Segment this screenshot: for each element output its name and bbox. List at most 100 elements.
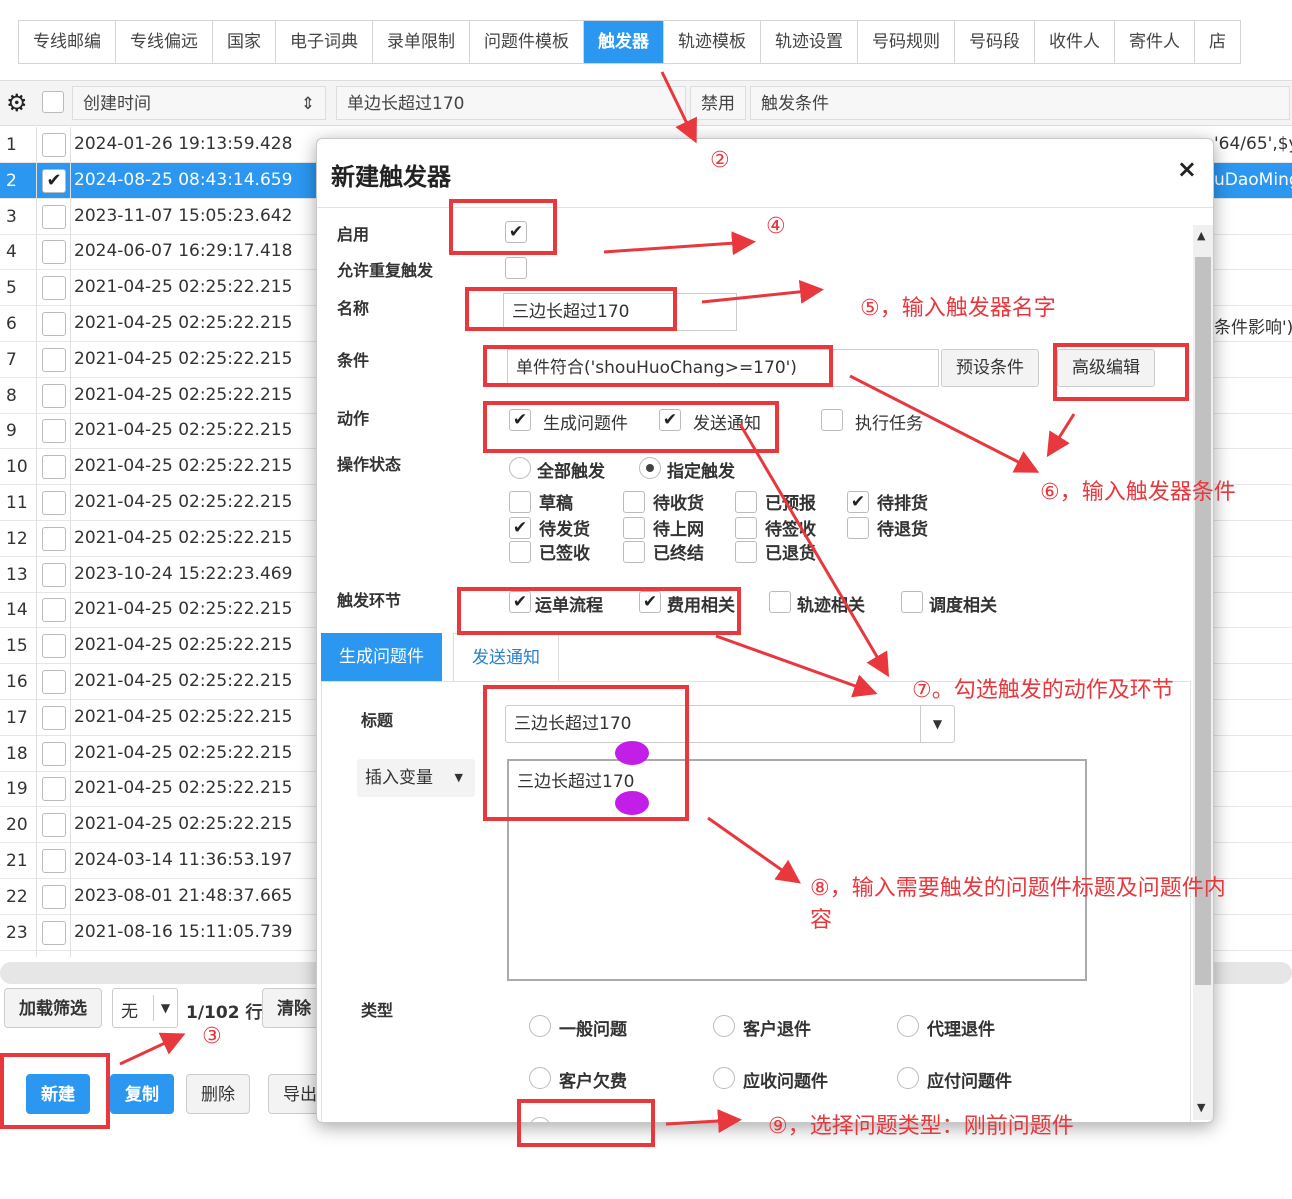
issue-type-radio[interactable] (897, 1067, 919, 1089)
tab-3[interactable]: 电子词典 (276, 21, 373, 63)
scroll-down-icon[interactable]: ▼ (1197, 1101, 1206, 1114)
status-all-radio[interactable] (509, 457, 531, 479)
status-specified-radio[interactable] (639, 457, 661, 479)
tab-7[interactable]: 轨迹模板 (664, 21, 761, 63)
row-checkbox[interactable] (42, 133, 66, 157)
issue-type-radio[interactable] (529, 1015, 551, 1037)
row-number: 7 (6, 349, 17, 370)
tab-13[interactable]: 店 (1195, 21, 1241, 63)
delete-button[interactable]: 删除 (186, 1074, 250, 1114)
gear-icon[interactable]: ⚙ (6, 89, 28, 117)
insert-variable-button[interactable]: 插入变量 ▼ (357, 759, 475, 797)
row-checkbox[interactable] (42, 813, 66, 838)
row-checkbox[interactable] (42, 455, 66, 480)
action-create-issue-checkbox[interactable]: ✔ (509, 409, 531, 431)
row-checkbox[interactable] (42, 347, 66, 372)
stage-fee-checkbox[interactable]: ✔ (639, 591, 661, 613)
status-checkbox[interactable] (847, 517, 869, 539)
select-all-checkbox[interactable] (42, 91, 64, 113)
row-checkbox[interactable]: ✔ (42, 168, 66, 193)
row-checkbox[interactable] (42, 849, 66, 873)
filter-select[interactable]: 无 ▼ (112, 988, 178, 1028)
load-filter-button[interactable]: 加载筛选 (4, 988, 102, 1028)
tab-4[interactable]: 录单限制 (373, 21, 470, 63)
preset-condition-button[interactable]: 预设条件 (941, 349, 1039, 387)
column-filter-name[interactable]: 单边长超过170 (336, 86, 686, 120)
status-checkbox[interactable] (735, 517, 757, 539)
tab-create-issue[interactable]: 生成问题件 (321, 633, 442, 681)
status-checkbox[interactable] (509, 491, 531, 513)
issue-type-radio[interactable] (713, 1015, 735, 1037)
row-checkbox[interactable] (42, 562, 66, 587)
dialog-scroll-thumb[interactable] (1195, 257, 1211, 985)
repeat-checkbox[interactable] (505, 257, 527, 279)
row-checkbox[interactable] (42, 240, 66, 265)
status-checkbox[interactable] (623, 491, 645, 513)
tab-9[interactable]: 号码规则 (858, 21, 955, 63)
status-checkbox[interactable] (623, 517, 645, 539)
name-input[interactable]: 三边长超过170 (503, 293, 737, 331)
status-checkbox[interactable]: ✔ (847, 491, 869, 513)
column-header-condition[interactable]: 触发条件 (750, 86, 1290, 120)
tab-send-notice[interactable]: 发送通知 (453, 633, 559, 681)
row-checkbox[interactable] (42, 705, 66, 730)
tab-0[interactable]: 专线邮编 (19, 21, 116, 63)
highlight-name (465, 287, 677, 331)
advanced-edit-button[interactable]: 高级编辑 (1057, 349, 1155, 387)
chevron-down-icon: ▼ (920, 706, 954, 742)
tab-10[interactable]: 号码段 (955, 21, 1035, 63)
row-checkbox[interactable] (42, 670, 66, 694)
row-checkbox[interactable] (42, 634, 66, 659)
row-checkbox[interactable] (42, 920, 66, 945)
tab-1[interactable]: 专线偏远 (116, 21, 213, 63)
row-checkbox[interactable] (42, 884, 66, 909)
column-header-disabled[interactable]: 禁用 (690, 86, 746, 120)
clear-button[interactable]: 清除 (262, 988, 322, 1028)
tab-6[interactable]: 触发器 (584, 21, 664, 63)
status-checkbox[interactable]: ✔ (509, 517, 531, 539)
row-created-time: 2021-04-25 02:25:22.215 (74, 778, 293, 799)
status-checkbox[interactable] (623, 541, 645, 563)
row-checkbox[interactable] (42, 598, 66, 623)
row-checkbox[interactable] (42, 204, 66, 229)
tab-2[interactable]: 国家 (213, 21, 276, 63)
tab-12[interactable]: 寄件人 (1115, 21, 1195, 63)
row-checkbox[interactable] (42, 312, 66, 336)
row-created-time: 2024-03-14 11:36:53.197 (74, 850, 293, 870)
row-checkbox[interactable] (42, 526, 66, 551)
stage-waybill-checkbox[interactable]: ✔ (509, 591, 531, 613)
column-header-time[interactable]: 创建时间 ⇕ (72, 86, 326, 120)
row-checkbox[interactable] (42, 491, 66, 515)
highlight-condition (483, 345, 833, 387)
copy-button[interactable]: 复制 (110, 1074, 174, 1114)
issue-title-select[interactable]: 三边长超过170 ▼ (505, 705, 955, 743)
tab-5[interactable]: 问题件模板 (470, 21, 584, 63)
issue-type-radio[interactable] (529, 1067, 551, 1089)
close-icon[interactable]: × (1176, 155, 1197, 183)
tab-11[interactable]: 收件人 (1035, 21, 1115, 63)
status-checkbox[interactable] (509, 541, 531, 563)
scroll-up-icon[interactable]: ▲ (1197, 229, 1206, 242)
stage-track-checkbox[interactable] (769, 591, 791, 613)
status-checkbox[interactable] (735, 491, 757, 513)
tab-8[interactable]: 轨迹设置 (761, 21, 858, 63)
sort-icon[interactable]: ⇕ (300, 94, 315, 114)
new-button[interactable]: 新建 (26, 1074, 90, 1114)
stage-dispatch-checkbox[interactable] (901, 591, 923, 613)
row-checkbox[interactable] (42, 419, 66, 444)
action-run-task-checkbox[interactable] (821, 409, 843, 431)
status-checkbox[interactable] (735, 541, 757, 563)
issue-type-radio[interactable] (713, 1067, 735, 1089)
action-send-notice-checkbox[interactable]: ✔ (659, 409, 681, 431)
enable-label: 启用 (337, 225, 370, 244)
row-checkbox[interactable] (42, 741, 66, 766)
row-checkbox[interactable] (42, 276, 66, 301)
enable-checkbox[interactable]: ✔ (505, 221, 527, 243)
issue-type-radio[interactable] (897, 1015, 919, 1037)
row-checkbox[interactable] (42, 777, 66, 802)
tab-bar: 专线邮编专线偏远国家电子词典录单限制问题件模板触发器轨迹模板轨迹设置号码规则号码… (18, 20, 1241, 64)
row-checkbox[interactable] (42, 383, 66, 408)
row-created-time: 2021-04-25 02:25:22.215 (74, 742, 293, 763)
